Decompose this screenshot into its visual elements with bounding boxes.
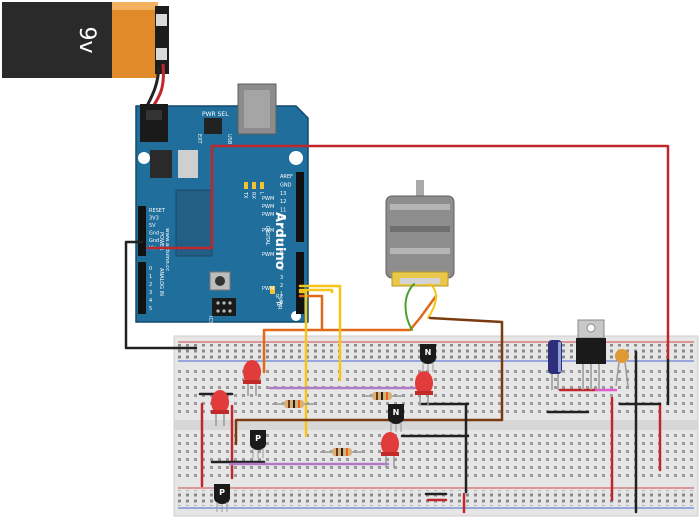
wire-yellow-motor xyxy=(427,283,437,319)
power-header-label: POWER xyxy=(158,232,164,251)
digital-pin-label-14: 1 xyxy=(280,292,283,298)
led-label-rx: RX xyxy=(250,192,256,199)
led-label-tx: TX xyxy=(242,191,248,199)
power-pin-label-0: RESET xyxy=(149,208,166,214)
resistors xyxy=(272,392,404,456)
resistor-2 xyxy=(362,392,404,400)
arduino-brand: Arduino xyxy=(272,212,287,270)
power-pin-label-2: 5V xyxy=(149,223,156,229)
wire-black-gnd xyxy=(124,240,198,350)
transistor-mark-2: N xyxy=(393,408,400,417)
digital-pin-label-15: 0 xyxy=(280,300,283,306)
analog-pin-label-5: 5 xyxy=(149,306,152,312)
pwm-mark-1: PWM xyxy=(262,204,274,210)
led-label-l: L xyxy=(258,192,264,195)
wire-yellow-1 xyxy=(298,284,342,382)
digital-pin-label-1: GND xyxy=(280,182,292,188)
arduino-url: www.arduino.cc xyxy=(164,228,170,271)
transistor-mark-4: P xyxy=(219,488,225,497)
led-red-3 xyxy=(211,390,229,426)
leds xyxy=(211,360,433,468)
wires xyxy=(124,144,670,514)
transistor-mark-1: N xyxy=(425,348,432,357)
analog-header-label: ANALOG IN xyxy=(158,268,164,296)
voltage-regulator xyxy=(576,319,606,390)
analog-pin-label-2: 2 xyxy=(149,282,152,288)
wire-brown xyxy=(234,316,504,446)
pwr-sel-label: PWR SEL xyxy=(202,111,229,118)
transistors: N N P P xyxy=(214,344,436,512)
digital-pin-label-6: 9 xyxy=(280,224,283,230)
analog-pin-label-3: 3 xyxy=(149,290,152,296)
digital-pin-label-5: 10 xyxy=(280,216,286,222)
analog-pin-label-0: 0 xyxy=(149,266,152,272)
digital-header-label: DIGITAL xyxy=(264,226,270,246)
power-pin-label-4: Gnd xyxy=(149,238,159,244)
resistor-1 xyxy=(272,400,316,408)
digital-pin-label-10: 5 xyxy=(280,258,283,264)
power-pin-label-3: Gnd xyxy=(149,231,159,237)
digital-pin-label-12: 3 xyxy=(280,275,283,281)
pwr-ext-label: EXT xyxy=(196,134,202,144)
digital-pin-label-4: 11 xyxy=(280,208,286,214)
transistor-pnp-2: P xyxy=(214,484,230,512)
wire-yellow-2 xyxy=(298,288,334,294)
power-pin-label-1: 3V3 xyxy=(149,216,159,222)
wire-red-5v xyxy=(146,144,670,362)
resistor-3 xyxy=(320,448,362,456)
digital-pin-label-13: 2 xyxy=(280,283,283,289)
led-red-2 xyxy=(415,371,433,406)
transistor-mark-3: P xyxy=(255,434,261,443)
ceramic-capacitor xyxy=(615,349,629,387)
analog-pin-label-4: 4 xyxy=(149,298,152,304)
pwm-mark-0: PWM xyxy=(262,196,274,202)
arduino-board: PWR SEL USB EXT ICSP TX RX L PWR xyxy=(135,83,309,327)
pwm-mark-2: PWM xyxy=(262,212,274,218)
wire-green-motor xyxy=(404,283,415,331)
led-red-1 xyxy=(243,360,261,396)
digital-pin-label-0: AREF xyxy=(280,174,293,180)
transistor-npn-2: N xyxy=(388,404,404,432)
digital-pin-label-9: 6 xyxy=(280,250,283,256)
transistor-pnp-1: P xyxy=(250,430,266,458)
wire-orange-2 xyxy=(320,294,438,332)
pwr-usb-label: USB xyxy=(226,134,232,145)
analog-pin-label-1: 1 xyxy=(149,274,152,280)
digital-pin-label-2: 13 xyxy=(280,191,286,197)
transistor-npn-1: N xyxy=(420,344,436,372)
digital-pin-label-8: 7 xyxy=(280,241,283,247)
led-red-4 xyxy=(381,432,399,468)
icsp-label: ICSP xyxy=(207,316,213,327)
onboard-leds: TX RX L PWR xyxy=(242,182,282,310)
tx-label: TX xyxy=(275,302,283,308)
digital-pin-label-11: 4 xyxy=(280,266,283,272)
rx-label: RX xyxy=(276,294,283,300)
pwr-sel-jumper xyxy=(204,118,222,134)
electrolytic-capacitor xyxy=(548,340,562,390)
pwm-mark-4: PWM xyxy=(262,252,274,258)
pwm-mark-5: PWM xyxy=(262,286,274,292)
digital-pin-label-3: 12 xyxy=(280,199,286,205)
dc-motor xyxy=(385,180,455,287)
battery-9v: 9v xyxy=(2,2,169,78)
pwm-mark-3: PWM xyxy=(262,228,274,234)
icsp-header: ICSP xyxy=(207,298,236,327)
battery-label: 9v xyxy=(74,26,99,53)
digital-pin-label-7: 8 xyxy=(280,233,283,239)
power-jack xyxy=(140,104,168,142)
led-label-pwr: PWR xyxy=(276,298,282,310)
